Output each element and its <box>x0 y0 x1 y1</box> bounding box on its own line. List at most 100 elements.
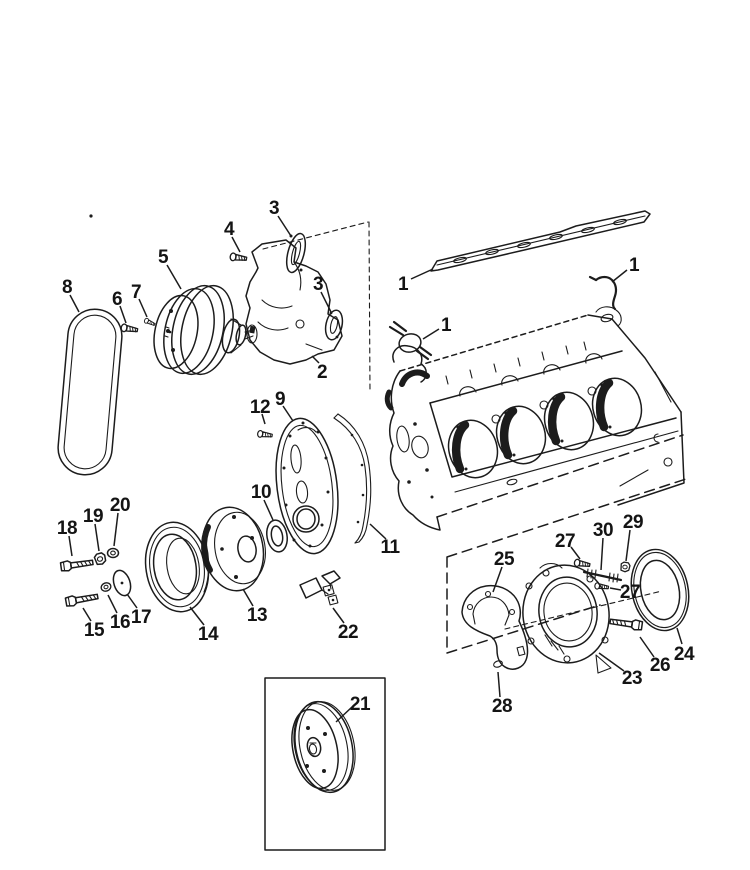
callout-leader-21 <box>335 706 353 723</box>
callout-23: 23 <box>622 668 642 689</box>
bracket-22 <box>299 570 341 606</box>
rear-oil-seal <box>630 548 690 632</box>
callout-7: 7 <box>131 282 141 303</box>
gasket-3-right <box>324 309 344 341</box>
callout-24: 24 <box>674 644 695 665</box>
callout-4: 4 <box>224 219 235 240</box>
callout-leader-16 <box>107 594 118 614</box>
callout-27: 27 <box>555 531 575 552</box>
washer-16 <box>99 580 113 594</box>
callout-leader-5 <box>166 264 182 290</box>
callout-leader-25 <box>492 566 503 593</box>
timing-cover <box>275 417 339 555</box>
clip-1-right <box>588 275 618 311</box>
rear-phantom-box <box>446 478 687 654</box>
callout-26: 26 <box>650 655 670 676</box>
callout-16: 16 <box>110 612 130 633</box>
callout-leader-1 <box>410 268 434 280</box>
callout-17: 17 <box>131 607 151 628</box>
callout-25: 25 <box>494 549 515 570</box>
callout-1: 1 <box>629 255 640 276</box>
callout-leader-7 <box>138 298 148 318</box>
clip-1-left <box>388 320 433 361</box>
callout-leader-3 <box>277 215 292 237</box>
callout-leader-17 <box>126 593 138 609</box>
bolt-12 <box>256 429 274 440</box>
callout-leader-15 <box>82 607 92 622</box>
callout-22: 22 <box>338 622 358 643</box>
callout-leader-24 <box>676 627 683 645</box>
engine-block <box>384 306 685 531</box>
callout-13: 13 <box>247 605 267 626</box>
scan-speck <box>89 214 93 218</box>
callout-3: 3 <box>313 274 323 295</box>
callout-leader-1 <box>611 269 628 283</box>
callout-11: 11 <box>380 537 400 558</box>
callout-leader-11 <box>369 523 387 540</box>
callout-leader-23 <box>598 652 625 672</box>
nut-19 <box>92 551 108 567</box>
callout-leader-1 <box>422 328 440 340</box>
callout-9: 9 <box>275 389 285 410</box>
callout-leader-26 <box>639 636 655 658</box>
callout-leader-27 <box>609 587 622 591</box>
phantom-lines <box>262 221 371 393</box>
callout-10: 10 <box>251 482 271 503</box>
callout-14: 14 <box>198 624 219 645</box>
callout-leader-10 <box>263 499 274 521</box>
callout-8: 8 <box>62 277 72 298</box>
callout-1: 1 <box>398 274 409 295</box>
bolt-26 <box>608 615 644 632</box>
water-pump-body <box>245 239 343 365</box>
callout-27: 27 <box>620 582 640 603</box>
callout-1: 1 <box>441 315 452 336</box>
callout-leader-19 <box>94 523 100 552</box>
disc-17 <box>112 569 132 597</box>
gasket-3-top <box>285 232 307 274</box>
callout-5: 5 <box>158 247 169 268</box>
callout-29: 29 <box>623 512 643 533</box>
washer-20 <box>106 547 120 559</box>
callout-leader-27 <box>570 546 581 560</box>
callout-20: 20 <box>110 495 130 516</box>
nut-29 <box>619 561 632 574</box>
callout-leader-3 <box>320 291 332 313</box>
bolt-15 <box>64 590 100 608</box>
callout-leader-22 <box>332 607 345 624</box>
gasket-strip-1 <box>430 210 651 272</box>
callout-leader-28 <box>497 671 501 698</box>
callout-28: 28 <box>492 696 512 717</box>
callout-leader-13 <box>242 588 254 607</box>
bolt-7 <box>143 317 157 328</box>
callout-leader-8 <box>69 294 80 313</box>
flywheel <box>291 700 356 794</box>
callout-6: 6 <box>112 289 122 310</box>
callout-leader-4 <box>231 236 241 253</box>
callout-21: 21 <box>350 694 371 715</box>
stud-30 <box>582 568 623 583</box>
callout-leader-6 <box>119 305 127 324</box>
callout-15: 15 <box>84 620 105 641</box>
bolt-6 <box>119 322 139 335</box>
bolt-18 <box>59 556 95 573</box>
callout-leader-12 <box>261 413 266 425</box>
callout-leader-20 <box>113 512 119 547</box>
pump-hub <box>221 318 256 354</box>
dowel-pin-28 <box>493 660 503 668</box>
cover-gasket <box>333 413 372 544</box>
callout-leader-14 <box>189 606 205 626</box>
front-seal <box>266 519 288 553</box>
callout-leader-29 <box>625 529 631 562</box>
harmonic-balancer <box>201 506 266 592</box>
water-pump-pulley <box>153 284 234 376</box>
callout-18: 18 <box>57 518 77 539</box>
bolt-4 <box>229 252 248 264</box>
callout-12: 12 <box>250 397 270 418</box>
callout-19: 19 <box>83 506 103 527</box>
v-belt <box>57 308 123 476</box>
callout-leader-18 <box>68 535 73 557</box>
callout-2: 2 <box>317 362 327 383</box>
callout-leader-2 <box>311 355 320 364</box>
